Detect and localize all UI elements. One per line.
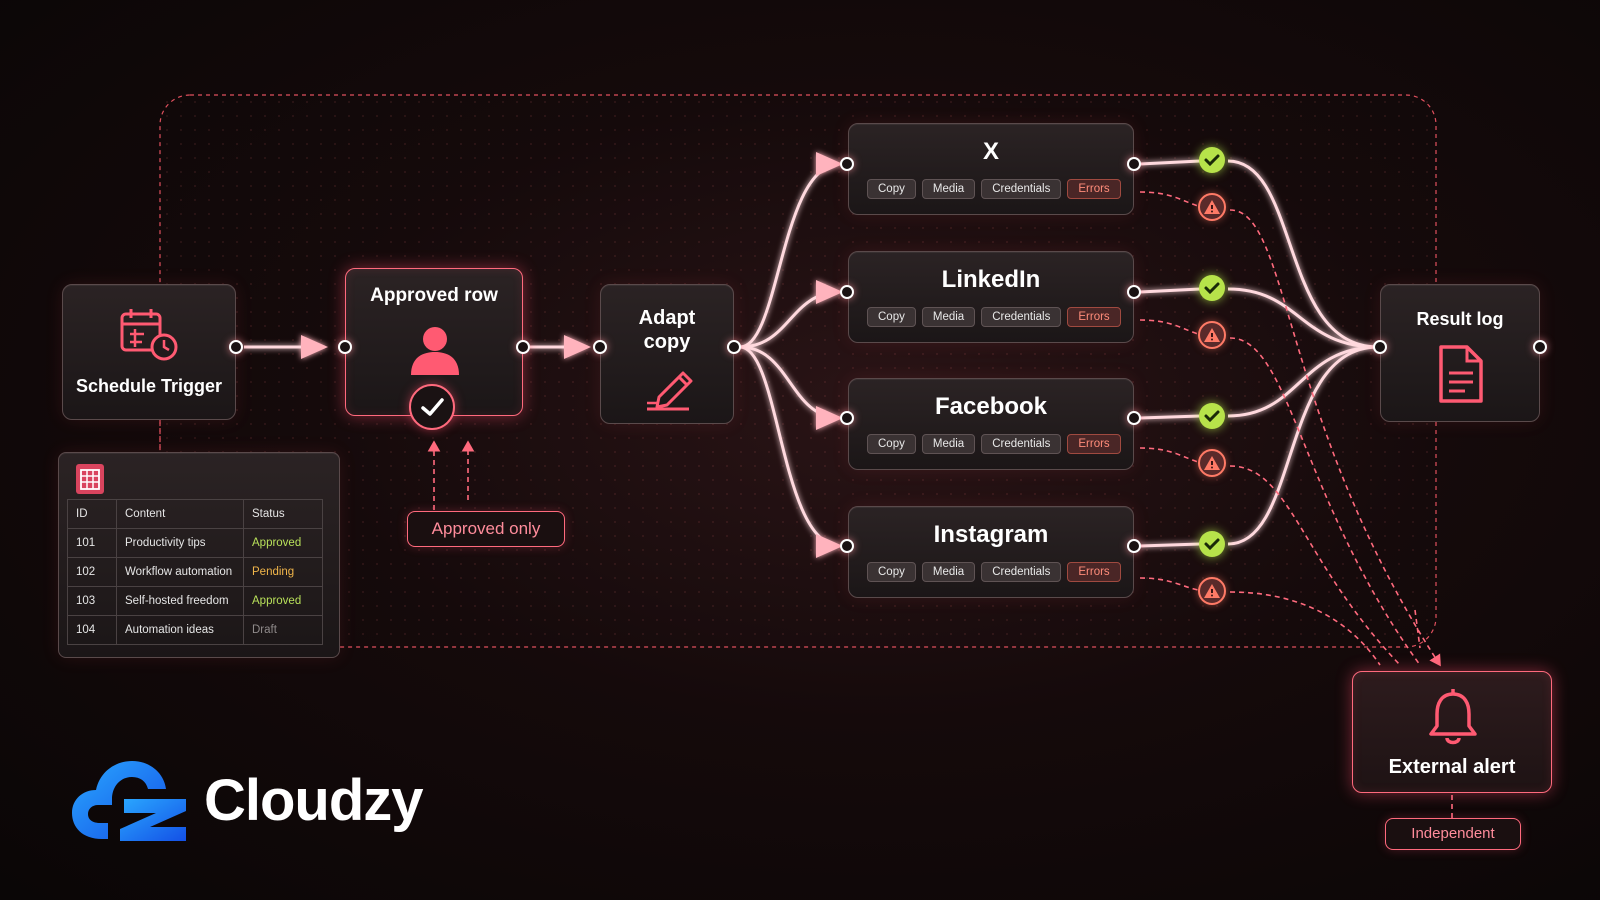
chip-credentials[interactable]: Credentials [981,179,1062,199]
result-log-node[interactable]: Result log [1380,284,1540,422]
chip-copy[interactable]: Copy [867,307,916,327]
header-content: Content [116,499,244,529]
instagram-input-port[interactable] [840,539,854,553]
trigger-output-port[interactable] [229,340,243,354]
chip-copy[interactable]: Copy [867,562,916,582]
error-warning-icon [1198,449,1226,477]
adapt-copy-output-port[interactable] [727,340,741,354]
cell-id: 104 [67,615,117,645]
cell-id: 103 [67,586,117,616]
x-input-port[interactable] [840,157,854,171]
cell-id: 102 [67,557,117,587]
chip-media[interactable]: Media [921,307,976,327]
schedule-trigger-node[interactable]: Schedule Trigger [62,284,236,420]
brand-name: Cloudzy [204,767,424,833]
calendar-clock-icon [120,309,178,361]
success-check-icon [1199,275,1225,301]
approved-only-label: Approved only [407,511,565,547]
cell-content: Productivity tips [116,528,244,558]
chip-copy[interactable]: Copy [867,434,916,454]
spreadsheet-icon [76,464,104,494]
approved-row-input-port[interactable] [338,340,352,354]
chip-copy[interactable]: Copy [867,179,916,199]
linkedin-output-port[interactable] [1127,285,1141,299]
chip-media[interactable]: Media [921,562,976,582]
linkedin-input-port[interactable] [840,285,854,299]
pen-icon [647,371,693,411]
header-id: ID [67,499,117,529]
table-row[interactable]: 102 Workflow automation Pending [67,557,323,587]
adapt-copy-input-port[interactable] [593,340,607,354]
chip-credentials[interactable]: Credentials [981,434,1062,454]
approved-row-output-port[interactable] [516,340,530,354]
cell-content: Workflow automation [116,557,244,587]
facebook-input-port[interactable] [840,411,854,425]
chip-credentials[interactable]: Credentials [981,307,1062,327]
external-alert-node[interactable]: External alert [1352,671,1552,793]
bell-icon [1429,689,1477,745]
platform-name: Instagram [933,521,1049,548]
sheet-card[interactable]: ID Content Status 101 Productivity tips … [58,452,340,658]
platform-node-instagram[interactable]: Instagram Copy Media Credentials Errors [848,506,1134,598]
platform-name: Facebook [934,393,1048,420]
result-log-input-port[interactable] [1373,340,1387,354]
facebook-output-port[interactable] [1127,411,1141,425]
chip-errors[interactable]: Errors [1067,307,1121,327]
error-warning-icon [1198,321,1226,349]
chip-errors[interactable]: Errors [1067,179,1121,199]
document-icon [1439,345,1483,403]
instagram-output-port[interactable] [1127,539,1141,553]
cell-status: Pending [243,557,323,587]
cell-status: Approved [243,586,323,616]
error-warning-icon [1198,577,1226,605]
cloudzy-logo-icon [72,761,186,841]
success-check-icon [1199,531,1225,557]
table-header-row: ID Content Status [67,499,323,529]
user-icon [411,327,459,375]
cell-id: 101 [67,528,117,558]
chip-credentials[interactable]: Credentials [981,562,1062,582]
adapt-copy-line2: copy [643,331,691,353]
workflow-boundary [159,94,1437,648]
result-log-label: Result log [1416,309,1504,329]
platform-node-facebook[interactable]: Facebook Copy Media Credentials Errors [848,378,1134,470]
platform-node-x[interactable]: X Copy Media Credentials Errors [848,123,1134,215]
adapt-copy-line1: Adapt [638,307,696,329]
adapt-copy-node[interactable]: Adapt copy [600,284,734,424]
chip-media[interactable]: Media [921,179,976,199]
x-output-port[interactable] [1127,157,1141,171]
chip-media[interactable]: Media [921,434,976,454]
error-warning-icon [1198,193,1226,221]
check-icon [409,384,455,430]
table-row[interactable]: 103 Self-hosted freedom Approved [67,586,323,616]
table-row[interactable]: 101 Productivity tips Approved [67,528,323,558]
cell-content: Self-hosted freedom [116,586,244,616]
schedule-trigger-label: Schedule Trigger [75,376,223,396]
approved-row-label: Approved row [370,285,498,306]
success-check-icon [1199,147,1225,173]
platform-name: LinkedIn [941,266,1041,293]
result-log-output-port[interactable] [1533,340,1547,354]
header-status: Status [243,499,323,529]
chip-errors[interactable]: Errors [1067,434,1121,454]
independent-label: Independent [1385,818,1521,850]
brand-logo: Cloudzy [68,755,424,845]
table-row[interactable]: 104 Automation ideas Draft [67,615,323,645]
cell-status: Draft [243,615,323,645]
chip-errors[interactable]: Errors [1067,562,1121,582]
cell-status: Approved [243,528,323,558]
success-check-icon [1199,403,1225,429]
platform-node-linkedin[interactable]: LinkedIn Copy Media Credentials Errors [848,251,1134,343]
external-alert-label: External alert [1388,756,1516,778]
content-table: ID Content Status 101 Productivity tips … [67,499,323,645]
cell-content: Automation ideas [116,615,244,645]
platform-name: X [982,138,999,165]
